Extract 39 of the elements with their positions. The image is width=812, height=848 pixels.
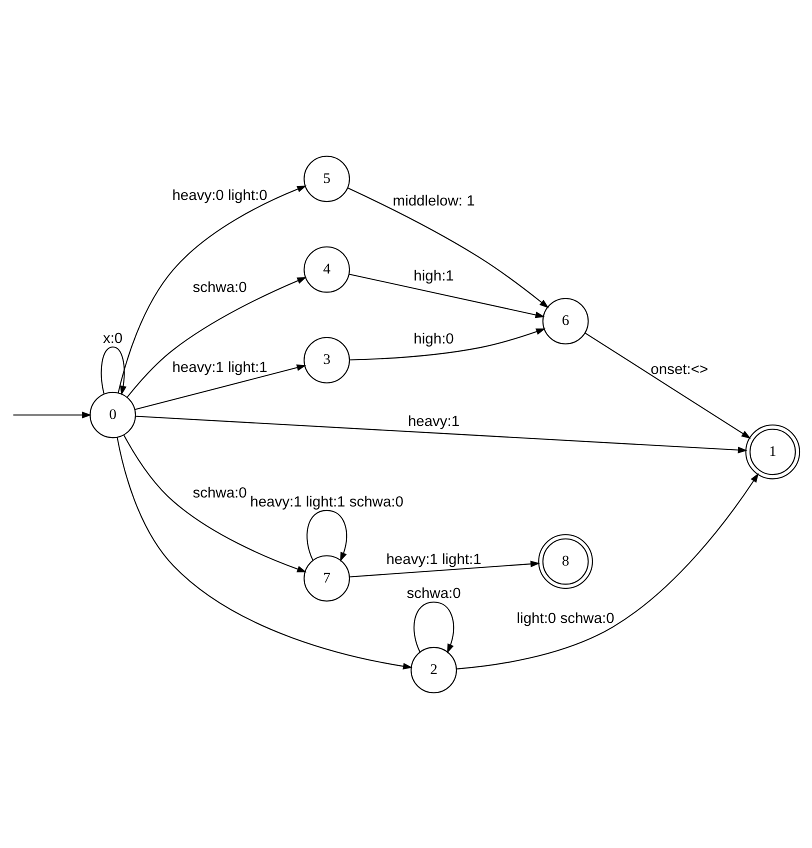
node-circle: 0 (90, 391, 136, 438)
arrow (306, 509, 348, 562)
arrow (136, 415, 748, 453)
node-circle: 4 (304, 246, 350, 292)
edge-label: middlelow: 1 (392, 192, 475, 209)
arrow (134, 364, 306, 410)
edge-label: x:0 (102, 330, 123, 347)
arrow (347, 186, 549, 308)
arrow (126, 276, 307, 398)
edge-label: high:0 (414, 331, 454, 348)
node-circle: 8 (538, 534, 593, 588)
node-circle: 3 (304, 336, 350, 383)
arrow (118, 185, 307, 393)
arrow (116, 436, 413, 670)
edge-label: schwa:0 (192, 279, 247, 296)
edge-label: high:1 (414, 268, 454, 284)
arrow (414, 601, 454, 653)
arrow (349, 273, 545, 318)
edge-label: schwa:0 (192, 484, 247, 501)
node-circle: 2 (410, 646, 457, 693)
arrow (350, 328, 546, 360)
edge-label: heavy:1 light:1 (172, 360, 268, 376)
edge-label: heavy:1 light:1 (386, 551, 482, 568)
node-circle: 7 (304, 554, 350, 602)
edge-label: light:0 schwa:0 (516, 610, 614, 626)
arrow (584, 332, 751, 438)
edge-label: heavy:0 light:0 (172, 188, 268, 204)
node-circle: 1 (745, 424, 800, 479)
edge-label: schwa:0 (406, 586, 461, 602)
edge-label: heavy:1 light:1 schwa:0 (250, 494, 404, 510)
arrow (100, 346, 126, 395)
node-circle: 5 (304, 155, 350, 202)
node-circle: 6 (542, 298, 589, 344)
arrow (456, 472, 759, 669)
edge-label: onset:<> (650, 362, 708, 378)
arrow (13, 411, 92, 418)
arrow (123, 434, 307, 572)
edge-label: heavy:1 (408, 413, 460, 430)
arrow (350, 560, 540, 577)
